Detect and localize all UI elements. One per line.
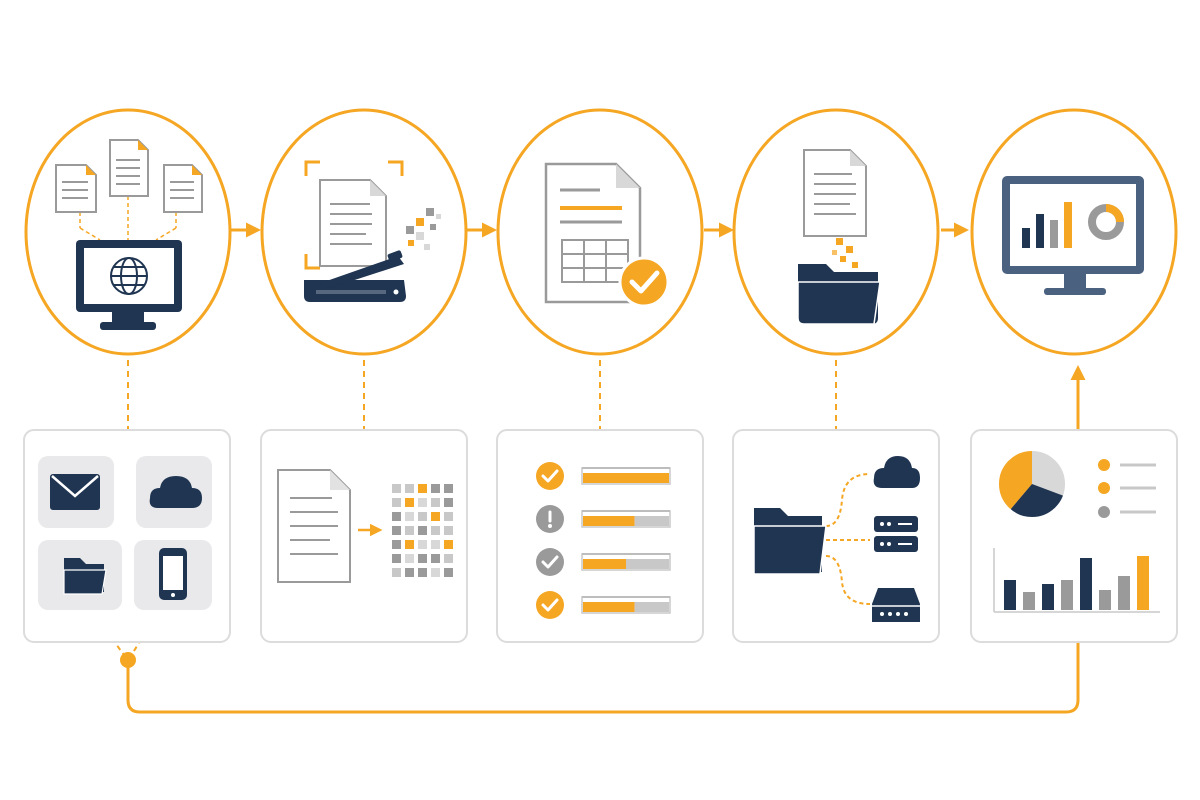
pixel-cell bbox=[431, 484, 440, 493]
bar bbox=[1061, 580, 1073, 610]
pixel-cell bbox=[392, 512, 401, 521]
bar bbox=[1099, 590, 1111, 610]
pixel-cell bbox=[405, 568, 414, 577]
monitor-globe-with-documents-icon bbox=[55, 139, 203, 330]
pixel-cell bbox=[444, 540, 453, 549]
progress-bar bbox=[581, 553, 671, 571]
scanner-with-document-icon bbox=[304, 160, 441, 302]
pixel-cell bbox=[444, 554, 453, 563]
pixel-cell bbox=[405, 512, 414, 521]
pixel-cell bbox=[444, 568, 453, 577]
check-circle-icon bbox=[536, 462, 564, 490]
pixel-cell bbox=[444, 526, 453, 535]
dashed-links bbox=[127, 360, 837, 430]
pixel-cell bbox=[444, 484, 453, 493]
pixel-cell bbox=[431, 568, 440, 577]
pixel-cell bbox=[431, 526, 440, 535]
pixel-cell bbox=[418, 498, 427, 507]
envelope-icon bbox=[50, 474, 100, 510]
pixel-cell bbox=[431, 554, 440, 563]
pixel-cell bbox=[418, 540, 427, 549]
folder-icon bbox=[753, 508, 827, 575]
analytics-panel-content bbox=[993, 449, 1160, 613]
pixel-cell bbox=[418, 568, 427, 577]
progress-bar bbox=[581, 467, 671, 485]
pixel-cell bbox=[418, 512, 427, 521]
document-icon bbox=[277, 469, 351, 583]
pixel-cell bbox=[392, 484, 401, 493]
pixel-cell bbox=[392, 526, 401, 535]
pixel-cell bbox=[418, 554, 427, 563]
folder-with-document-icon bbox=[797, 149, 881, 325]
pixel-cell bbox=[431, 540, 440, 549]
pixel-cell bbox=[431, 498, 440, 507]
feedback-node-dot bbox=[120, 652, 136, 668]
pixel-cell bbox=[392, 498, 401, 507]
cloud-icon bbox=[873, 456, 920, 488]
source-tiles bbox=[38, 456, 212, 610]
digitize-panel-content bbox=[277, 469, 453, 583]
pixel-cell bbox=[405, 498, 414, 507]
pixel-cell bbox=[392, 540, 401, 549]
feedback-loop-line bbox=[126, 365, 1086, 714]
bar-chart-icon bbox=[993, 548, 1160, 613]
bar bbox=[1023, 592, 1035, 610]
pixel-cell bbox=[431, 512, 440, 521]
pixel-dissolve-icon bbox=[406, 208, 441, 250]
pixel-cell bbox=[392, 568, 401, 577]
bar bbox=[1042, 584, 1054, 610]
smartphone-icon bbox=[159, 548, 187, 600]
hard-drive-icon bbox=[872, 588, 920, 622]
pixel-cell bbox=[418, 526, 427, 535]
legend-list-icon bbox=[1098, 459, 1156, 518]
pixel-cell bbox=[405, 554, 414, 563]
bar bbox=[1137, 556, 1149, 610]
distribute-panel-content bbox=[753, 456, 920, 622]
pixel-cell bbox=[405, 526, 414, 535]
progress-bar bbox=[581, 596, 671, 614]
progress-bar bbox=[581, 510, 671, 528]
cloud-icon bbox=[149, 476, 202, 508]
pixel-cell bbox=[444, 512, 453, 521]
panel-analytics bbox=[970, 429, 1178, 643]
pixel-cell bbox=[444, 498, 453, 507]
pie-chart-icon bbox=[997, 449, 1067, 519]
pixel-transfer-icon bbox=[832, 238, 858, 268]
check-circle-icon bbox=[536, 591, 564, 619]
pixel-cell bbox=[392, 554, 401, 563]
pixel-cell bbox=[405, 484, 414, 493]
bar bbox=[1080, 558, 1092, 610]
dashboard-monitor-icon bbox=[1002, 176, 1144, 295]
form-document-checkmark-icon bbox=[544, 162, 670, 308]
pixel-cell bbox=[405, 540, 414, 549]
folder-icon bbox=[63, 558, 107, 595]
bar bbox=[1004, 580, 1016, 610]
pixel-grid-icon bbox=[392, 484, 453, 577]
alert-circle-icon bbox=[536, 505, 564, 533]
validation-checklist bbox=[536, 462, 671, 619]
pixel-cell bbox=[418, 484, 427, 493]
check-circle-icon bbox=[536, 548, 564, 576]
bar bbox=[1118, 576, 1130, 610]
server-icon bbox=[874, 516, 918, 552]
